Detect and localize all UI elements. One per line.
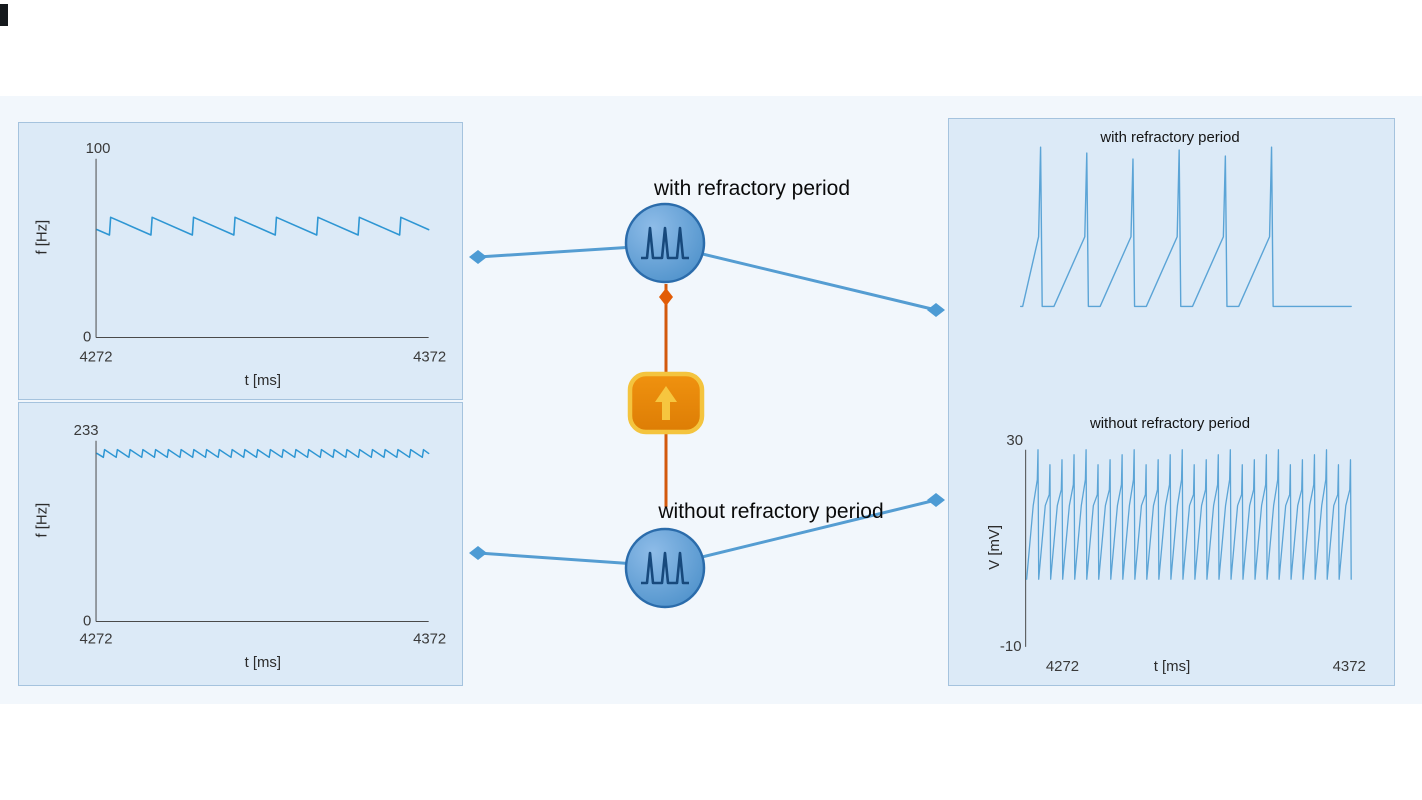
- voltage-charts: with refractory period without refractor…: [986, 129, 1366, 675]
- y-min-tick: 0: [83, 329, 91, 345]
- neuron-label-with-refractory: with refractory period: [653, 177, 851, 200]
- y-min-tick: 0: [83, 613, 91, 629]
- waveform-trace: [1026, 449, 1352, 580]
- firing-rate-chart-with-refractory: 100 0 4272 4372 t [ms] f [Hz]: [34, 141, 446, 389]
- y-min-tick: -10: [1000, 638, 1022, 655]
- firing-rate-chart-without-refractory: 233 0 4272 4372 t [ms] f [Hz]: [34, 423, 446, 671]
- x-max-tick: 4372: [413, 349, 446, 365]
- neuron-label-without-refractory: without refractory period: [658, 500, 884, 523]
- x-axis-label: t [ms]: [1154, 658, 1190, 675]
- x-max-tick: 4372: [1333, 658, 1366, 675]
- screen-corner-artifact: [0, 4, 8, 26]
- y-max-tick: 100: [86, 141, 111, 157]
- y-axis-label: f [Hz]: [34, 220, 50, 255]
- y-max-tick: 30: [1006, 432, 1023, 449]
- firing-rate-panel-with-refractory[interactable]: 100 0 4272 4372 t [ms] f [Hz]: [18, 122, 463, 400]
- waveform-trace: [96, 216, 430, 236]
- waveform-trace: [96, 448, 430, 459]
- firing-rate-panel-without-refractory[interactable]: 233 0 4272 4372 t [ms] f [Hz]: [18, 402, 463, 686]
- x-min-tick: 4272: [79, 631, 112, 647]
- x-min-tick: 4272: [79, 349, 112, 365]
- waveform-trace: [1019, 146, 1352, 308]
- y-axis-label: f [Hz]: [34, 503, 50, 538]
- simulation-canvas[interactable]: 100 0 4272 4372 t [ms] f [Hz] 233 0 4272…: [0, 96, 1422, 704]
- y-axis-label: V [mV]: [986, 525, 1003, 570]
- y-max-tick: 233: [74, 423, 99, 439]
- x-axis-label: t [ms]: [245, 655, 281, 671]
- x-min-tick: 4272: [1046, 658, 1079, 675]
- voltage-panel[interactable]: with refractory period without refractor…: [948, 118, 1395, 686]
- plot-title-without-refractory: without refractory period: [1089, 415, 1250, 432]
- plot-title-with-refractory: with refractory period: [1099, 129, 1239, 146]
- x-axis-label: t [ms]: [245, 373, 281, 389]
- x-max-tick: 4372: [413, 631, 446, 647]
